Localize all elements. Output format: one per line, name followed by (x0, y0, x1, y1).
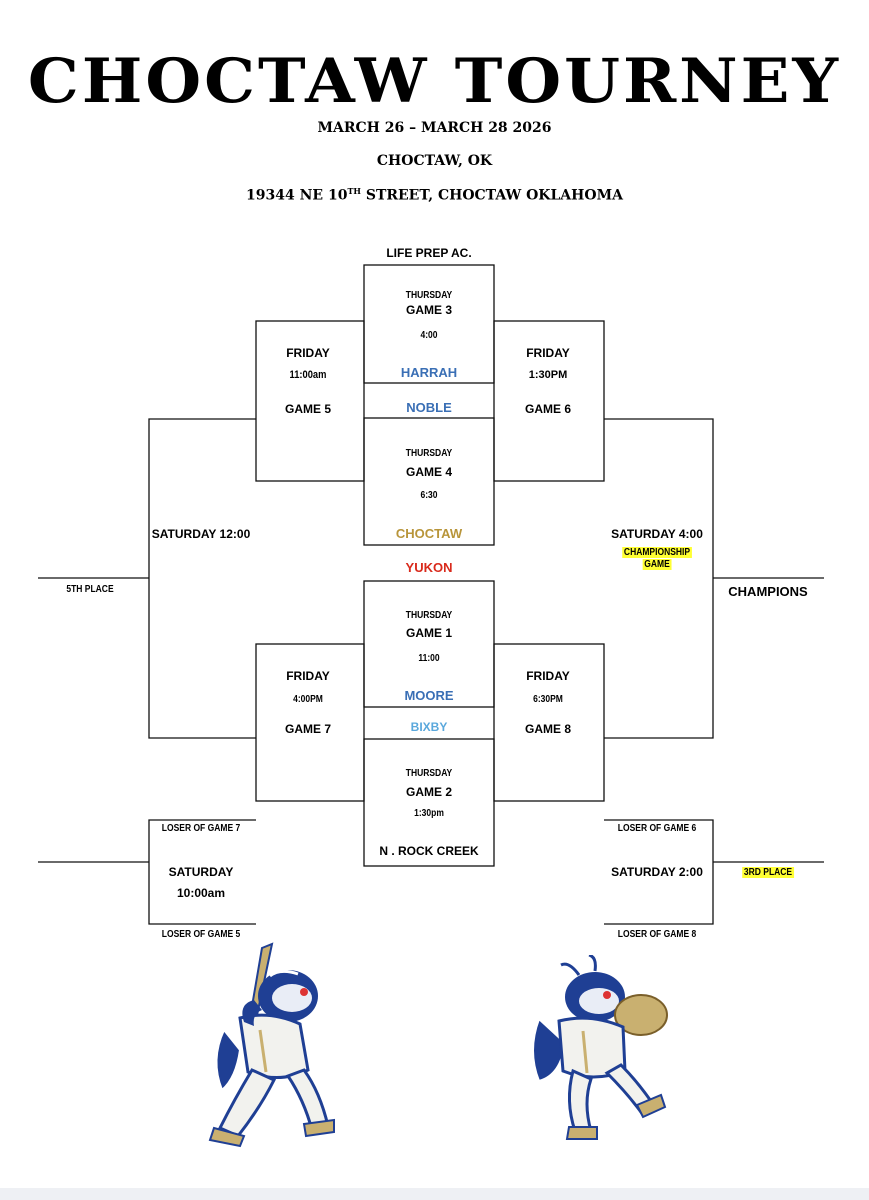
game6-time: 1:30PM (528, 369, 568, 381)
game3-day: THURSDAY (405, 290, 453, 301)
game7-time: 4:00PM (293, 694, 323, 705)
game2-day: THURSDAY (405, 768, 453, 779)
loser-game8-label: LOSER OF GAME 8 (617, 929, 697, 940)
game4-name: GAME 4 (405, 465, 453, 479)
champions-label: CHAMPIONS (728, 584, 808, 599)
tournament-address: 19344 NE 10TH STREET, CHOCTAW OKLAHOMA (0, 186, 869, 204)
team-yukon: YUKON (405, 560, 453, 575)
batter-mascot-icon (208, 942, 335, 1148)
loser-game7-label: LOSER OF GAME 7 (161, 823, 241, 834)
game5-day: FRIDAY (286, 346, 330, 360)
saturday-four-game: SATURDAY 4:00 (611, 527, 703, 541)
game8-time: 6:30PM (533, 694, 563, 705)
address-street: STREET, CHOCTAW OKLAHOMA (360, 187, 623, 204)
saturday-noon-game: SATURDAY 12:00 (151, 527, 251, 541)
game8-name: GAME 8 (524, 722, 572, 736)
page-footer-strip (0, 1188, 869, 1200)
team-bixby: BIXBY (410, 720, 448, 734)
third-place-text: 3RD PLACE (742, 867, 794, 878)
team-life-prep: LIFE PREP AC. (386, 246, 472, 260)
loser-game5-label: LOSER OF GAME 5 (161, 929, 241, 940)
game5-name: GAME 5 (284, 402, 332, 416)
game3-time: 4:00 (420, 330, 438, 341)
consolation-left-day: SATURDAY (168, 865, 234, 879)
game7-name: GAME 7 (284, 722, 332, 736)
consolation-right-time: SATURDAY 2:00 (611, 865, 703, 879)
team-rock-creek: N . ROCK CREEK (379, 844, 479, 858)
game1-name: GAME 1 (405, 626, 453, 640)
game3-name: GAME 3 (405, 303, 453, 317)
consolation-left-time: 10:00am (176, 886, 226, 900)
game4-day: THURSDAY (405, 448, 453, 459)
championship-text: CHAMPIONSHIP (622, 547, 692, 558)
tournament-dates: MARCH 26 – MARCH 28 2026 (317, 120, 552, 136)
tournament-city: CHOCTAW, OK (376, 153, 493, 169)
game2-time: 1:30pm (414, 808, 444, 819)
game2-name: GAME 2 (405, 785, 453, 799)
address-number: 19344 NE 10 (246, 187, 348, 204)
game5-time: 11:00am (289, 369, 327, 381)
third-place-label: 3RD PLACE (742, 867, 794, 879)
game1-day: THURSDAY (405, 610, 453, 621)
game1-time: 11:00 (418, 653, 440, 664)
game7-day: FRIDAY (286, 669, 330, 683)
team-moore: MOORE (404, 688, 454, 703)
team-harrah: HARRAH (400, 365, 458, 380)
address-suffix: TH (347, 186, 361, 196)
pitcher-mascot-icon (532, 955, 668, 1140)
team-noble: NOBLE (406, 400, 452, 415)
page-title: CHOCTAW TOURNEY (27, 45, 842, 118)
game8-day: FRIDAY (526, 669, 570, 683)
team-choctaw: CHOCTAW (395, 526, 463, 541)
championship-game-text: GAME (642, 558, 672, 570)
fifth-place-label: 5TH PLACE (66, 584, 114, 595)
game6-name: GAME 6 (524, 402, 572, 416)
game6-day: FRIDAY (526, 346, 570, 360)
game4-time: 6:30 (420, 490, 438, 501)
loser-game6-label: LOSER OF GAME 6 (617, 823, 697, 834)
